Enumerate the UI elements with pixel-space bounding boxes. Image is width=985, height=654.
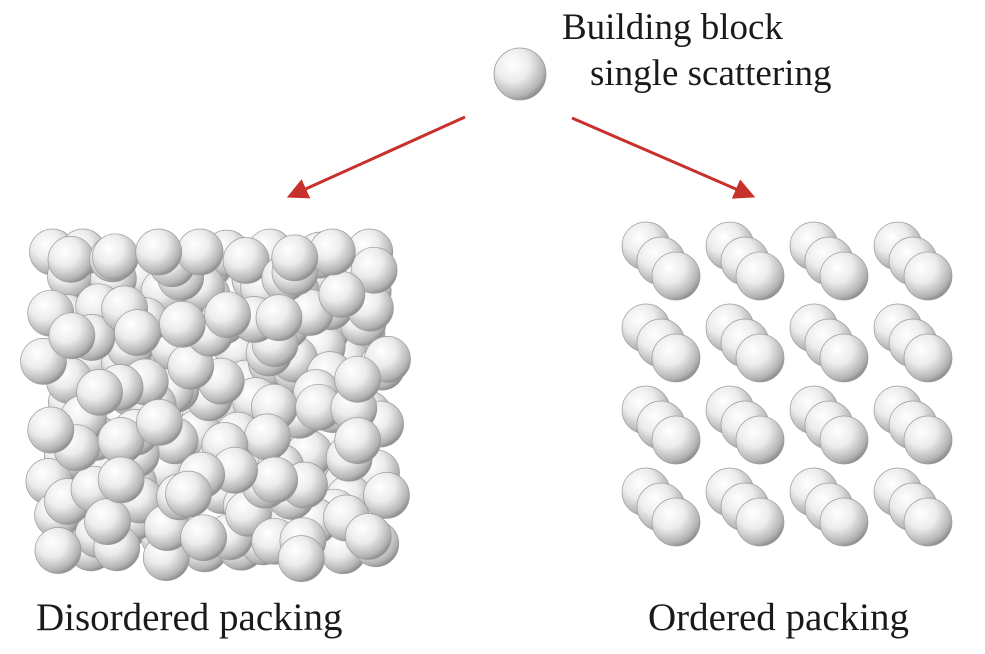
disordered-sphere [271, 234, 319, 282]
disordered-packing-spheres [20, 228, 411, 582]
building-block-label: Building block [562, 7, 783, 48]
disordered-sphere [136, 399, 183, 446]
ordered-packing-spheres [621, 221, 953, 547]
disordered-sphere [114, 309, 161, 356]
single-scattering-label: single scattering [590, 53, 832, 94]
ordered-sphere [903, 251, 953, 301]
ordered-packing-label: Ordered packing [648, 596, 909, 639]
ordered-sphere [903, 497, 953, 547]
ordered-sphere [651, 415, 701, 465]
disordered-sphere [76, 369, 123, 416]
ordered-sphere [819, 251, 869, 301]
ordered-sphere [735, 251, 785, 301]
disordered-sphere [34, 527, 82, 574]
ordered-sphere [735, 497, 785, 547]
disordered-sphere [165, 470, 212, 518]
disordered-sphere [135, 228, 183, 276]
ordered-sphere [735, 333, 785, 383]
ordered-sphere [819, 497, 869, 547]
disordered-sphere [244, 413, 291, 461]
disordered-sphere [222, 237, 270, 284]
disordered-sphere [251, 456, 299, 504]
disordered-sphere [334, 417, 382, 464]
disordered-sphere [204, 291, 251, 339]
disordered-sphere [350, 246, 398, 294]
disordered-sphere [363, 472, 410, 519]
disordered-sphere [48, 312, 96, 360]
disordered-sphere [334, 355, 382, 403]
disordered-sphere [84, 498, 131, 545]
disordered-sphere [47, 236, 95, 283]
ordered-sphere [651, 251, 701, 301]
arrow-left-icon [286, 115, 466, 199]
disordered-sphere [158, 300, 206, 348]
disordered-sphere [344, 513, 392, 560]
arrow-right-icon [571, 116, 756, 199]
disordered-sphere [92, 233, 139, 281]
disordered-sphere [318, 271, 366, 318]
disordered-packing-label: Disordered packing [36, 596, 343, 639]
ordered-sphere [651, 497, 701, 547]
ordered-sphere [903, 333, 953, 383]
ordered-sphere [651, 333, 701, 383]
disordered-sphere [176, 228, 224, 276]
disordered-sphere [27, 406, 75, 454]
ordered-sphere [903, 415, 953, 465]
disordered-sphere [277, 535, 325, 582]
single-sphere-icon [493, 47, 547, 101]
ordered-sphere [819, 333, 869, 383]
ordered-sphere [735, 415, 785, 465]
ordered-sphere [819, 415, 869, 465]
disordered-sphere [180, 514, 227, 562]
disordered-sphere [97, 456, 145, 504]
disordered-sphere [255, 294, 303, 342]
